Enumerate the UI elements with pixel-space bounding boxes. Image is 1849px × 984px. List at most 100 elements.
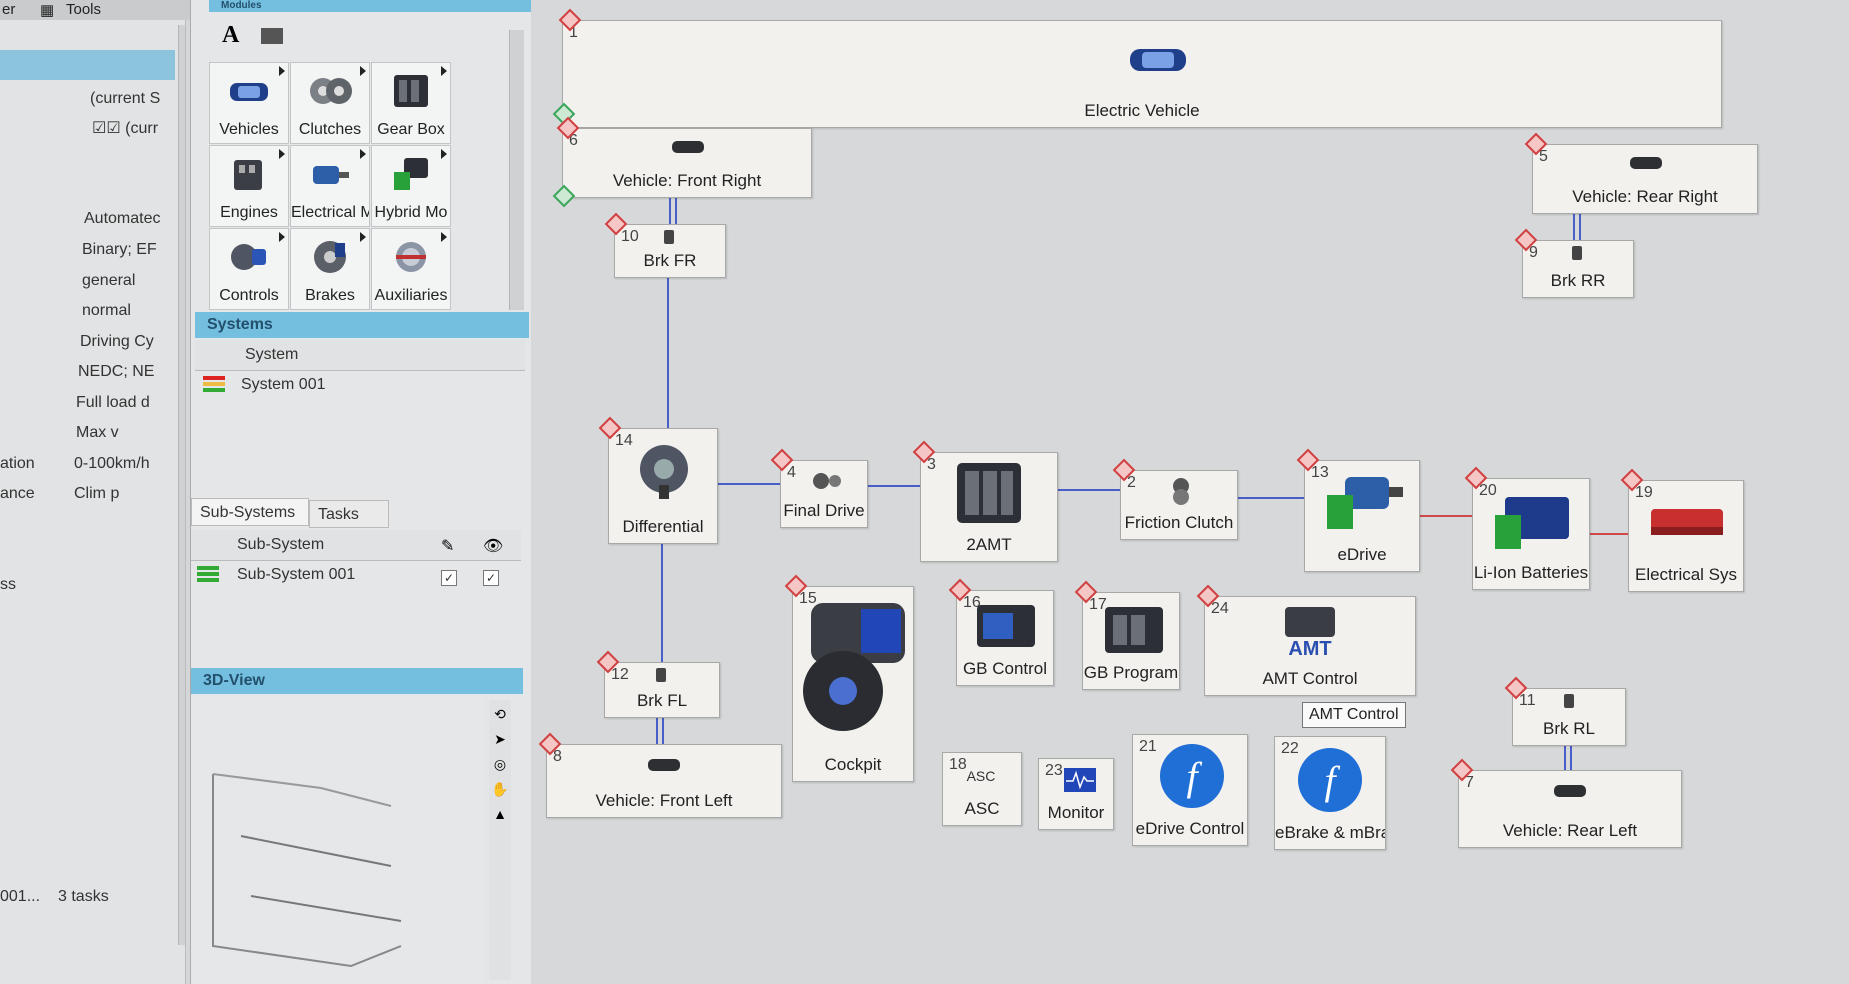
module-tile-clutches[interactable]: Clutches [290, 62, 370, 144]
text-tool-icon[interactable]: A [222, 22, 240, 48]
block-2amt[interactable]: 3 2AMT [920, 452, 1058, 562]
block-friction-clutch[interactable]: 2 Friction Clutch [1120, 470, 1238, 540]
block-differential[interactable]: 14 Differential [608, 428, 718, 544]
brake-icon [314, 241, 346, 273]
module-tile-vehicles[interactable]: Vehicles [209, 62, 289, 144]
block-label: Li-Ion Batteries [1473, 563, 1589, 582]
block-amt-control[interactable]: 24 AMT AMT Control [1204, 596, 1416, 696]
module-tile-gearbox[interactable]: Gear Box [371, 62, 451, 144]
module-tile-controls[interactable]: Controls [209, 228, 289, 310]
block-electric-vehicle[interactable]: 1 Electric Vehicle [562, 20, 1722, 128]
subsystem-visible-checkbox[interactable]: ✓ [483, 570, 499, 586]
block-final-drive[interactable]: 4 Final Drive [780, 460, 868, 528]
module-tile-engines[interactable]: Engines [209, 145, 289, 227]
block-number: 8 [553, 748, 562, 765]
block-vehicle-rear-right[interactable]: 5 Vehicle: Rear Right [1532, 144, 1758, 214]
diagram-canvas[interactable]: 1 Electric Vehicle 6 Vehicle: Front Righ… [532, 0, 1849, 984]
block-label: Electric Vehicle [1084, 101, 1200, 120]
block-edrive[interactable]: 13 eDrive [1304, 460, 1420, 572]
block-label: Vehicle: Front Right [612, 171, 762, 190]
expand-arrow-icon [360, 232, 366, 242]
modules-scrollbar[interactable] [509, 30, 524, 310]
svg-text:AMT: AMT [1288, 638, 1331, 660]
block-label: Cockpit [824, 755, 882, 774]
block-gb-control[interactable]: 16 GB Control [956, 590, 1054, 686]
block-label: Brk FR [643, 251, 697, 270]
zoom-icon[interactable]: ◎ [493, 756, 507, 772]
view3d-viewport[interactable] [191, 696, 483, 984]
module-tile-electrical[interactable]: Electrical M [290, 145, 370, 227]
property-value: Clim p [74, 485, 120, 502]
system-list-item[interactable]: System 001 [241, 376, 326, 393]
block-edrive-control[interactable]: 21 f eDrive Control [1132, 734, 1248, 846]
block-brake-fl[interactable]: 12 Brk FL [604, 662, 720, 718]
block-number: 14 [615, 432, 633, 449]
block-label: Brk RR [1550, 271, 1606, 290]
block-number: 23 [1045, 762, 1063, 779]
tire-icon [672, 141, 704, 153]
block-number: 12 [611, 666, 629, 683]
hybrid-module-icon [394, 158, 428, 190]
block-asc[interactable]: 18 ASC ASC [942, 752, 1022, 826]
systems-column-header: System [245, 346, 299, 363]
block-li-ion-batteries[interactable]: 20 Li-Ion Batteries [1472, 478, 1590, 590]
battery-icon [1495, 497, 1569, 549]
tab-sub-systems[interactable]: Sub-Systems [191, 498, 309, 526]
block-label: eDrive Control [1135, 819, 1245, 838]
menu-tools[interactable]: Tools [66, 1, 102, 18]
block-brake-rl[interactable]: 11 Brk RL [1512, 688, 1626, 746]
amt-control-icon: AMT [1285, 607, 1335, 660]
block-cockpit[interactable]: 15 Cockpit [792, 586, 914, 782]
block-label: Brk FL [636, 691, 688, 710]
block-number: 5 [1539, 148, 1548, 165]
module-tile-label: Engines [220, 204, 278, 221]
block-label: ASC [964, 799, 1000, 818]
block-vehicle-front-left[interactable]: 8 Vehicle: Front Left [546, 744, 782, 818]
module-tile-auxiliaries[interactable]: Auxiliaries [371, 228, 451, 310]
subsystem-enabled-checkbox[interactable]: ✓ [441, 570, 457, 586]
block-gb-program[interactable]: 17 GB Program [1082, 592, 1180, 690]
block-number: 20 [1479, 482, 1497, 499]
brake-pad-icon [656, 668, 666, 682]
block-monitor[interactable]: 23 Monitor [1038, 758, 1114, 830]
subsystem-icon [197, 566, 219, 582]
property-value[interactable]: ☑☑ (curr [92, 120, 159, 137]
properties-scrollbar[interactable] [178, 25, 185, 945]
block-label: Vehicle: Rear Right [1572, 187, 1718, 206]
module-tile-brakes[interactable]: Brakes [290, 228, 370, 310]
expand-arrow-icon [441, 232, 447, 242]
tire-icon [1554, 785, 1586, 797]
block-vehicle-rear-left[interactable]: 7 Vehicle: Rear Left [1458, 770, 1682, 848]
pan-icon[interactable]: ✋ [491, 781, 509, 797]
image-tool-icon[interactable] [261, 28, 283, 44]
pointer-icon[interactable]: ➤ [494, 731, 506, 747]
module-tile-hybrid[interactable]: Hybrid Mo [371, 145, 451, 227]
vehicle-icon [1130, 49, 1186, 71]
electric-motor-icon [1327, 477, 1403, 529]
brake-pad-icon [1564, 694, 1574, 708]
electrical-system-icon [1651, 509, 1723, 535]
block-label: GB Program [1083, 663, 1179, 682]
gearbox-icon [394, 75, 428, 107]
block-label: Brk RL [1543, 719, 1595, 738]
property-label: ance [0, 485, 35, 502]
module-tile-label: Clutches [298, 121, 362, 138]
subsystem-list-item[interactable]: Sub-System 001 [237, 566, 356, 583]
block-vehicle-front-right[interactable]: 6 Vehicle: Front Right [562, 128, 812, 198]
up-arrow-icon[interactable]: ▲ [493, 806, 507, 822]
menu-item-partial[interactable]: er [2, 1, 16, 18]
block-electrical-system[interactable]: 19 Electrical Sys [1628, 480, 1744, 592]
block-brake-rr[interactable]: 9 Brk RR [1522, 240, 1634, 298]
rotate-icon[interactable]: ⟲ [494, 706, 506, 722]
property-value: Max v [76, 424, 119, 441]
block-number: 11 [1519, 692, 1536, 709]
monitor-icon [1064, 768, 1096, 792]
block-number: 7 [1465, 774, 1474, 791]
block-label: Vehicle: Rear Left [1502, 821, 1638, 840]
block-number: 15 [799, 590, 817, 607]
footer-tasks: 3 tasks [58, 888, 109, 905]
tab-tasks[interactable]: Tasks [309, 500, 389, 528]
block-ebrake-mbrake[interactable]: 22 f eBrake & mBrake [1274, 736, 1386, 850]
block-brake-fr[interactable]: 10 Brk FR [614, 224, 726, 278]
view3d-model-sketch [212, 773, 402, 968]
